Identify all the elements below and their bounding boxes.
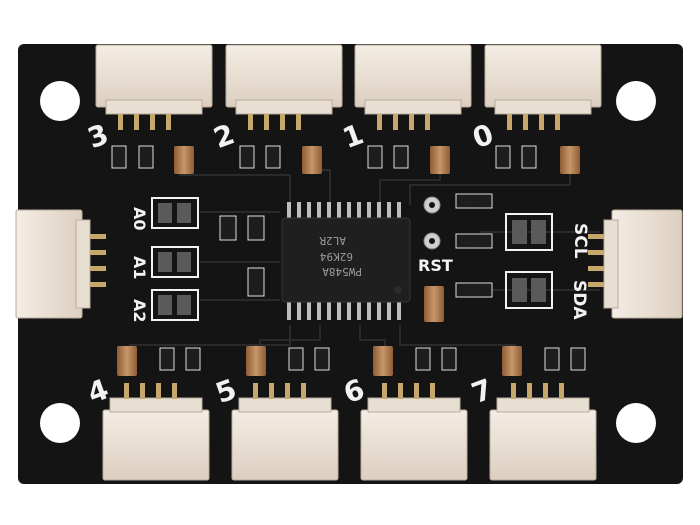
chip-marking-3: AL2R (319, 234, 346, 247)
connector-top-3 (95, 44, 213, 130)
connector-right (588, 209, 683, 319)
mounting-hole-bottom-right (616, 403, 656, 443)
connector-bottom-6 (360, 383, 468, 481)
mounting-hole-bottom-left (40, 403, 80, 443)
passives-top (111, 145, 580, 174)
label-scl: SCL (570, 223, 590, 259)
connector-bottom-5 (231, 383, 339, 481)
mounting-hole-top-left (40, 81, 80, 121)
resistor-code-3: EDI (466, 288, 477, 295)
connector-bottom-7 (489, 383, 597, 481)
mounting-hole-top-right (616, 81, 656, 121)
connector-top-1 (354, 44, 472, 130)
label-a0: A0 (130, 207, 149, 231)
label-sda: SDA (569, 280, 589, 320)
passives-middle-left (219, 215, 265, 297)
pcb-traces (129, 150, 600, 360)
label-a1: A1 (130, 256, 149, 280)
connector-top-2 (225, 44, 343, 130)
connector-top-0 (484, 44, 602, 130)
passives-middle-right: EDI 103 EDI (424, 193, 493, 322)
chip-marking-2: 62K94 (320, 250, 353, 263)
mux-chip (281, 202, 411, 320)
connector-bottom-4 (102, 383, 210, 481)
label-a2: A2 (130, 299, 149, 323)
passives-bottom (117, 346, 586, 376)
address-jumpers (151, 197, 199, 321)
resistor-code-1: EDI (466, 199, 477, 206)
chip-marking-1: PW548A (322, 265, 362, 278)
i2c-jumpers (505, 213, 553, 309)
resistor-code-2: 103 (466, 239, 477, 246)
label-rst: RST (418, 256, 453, 275)
connector-left (15, 209, 106, 319)
